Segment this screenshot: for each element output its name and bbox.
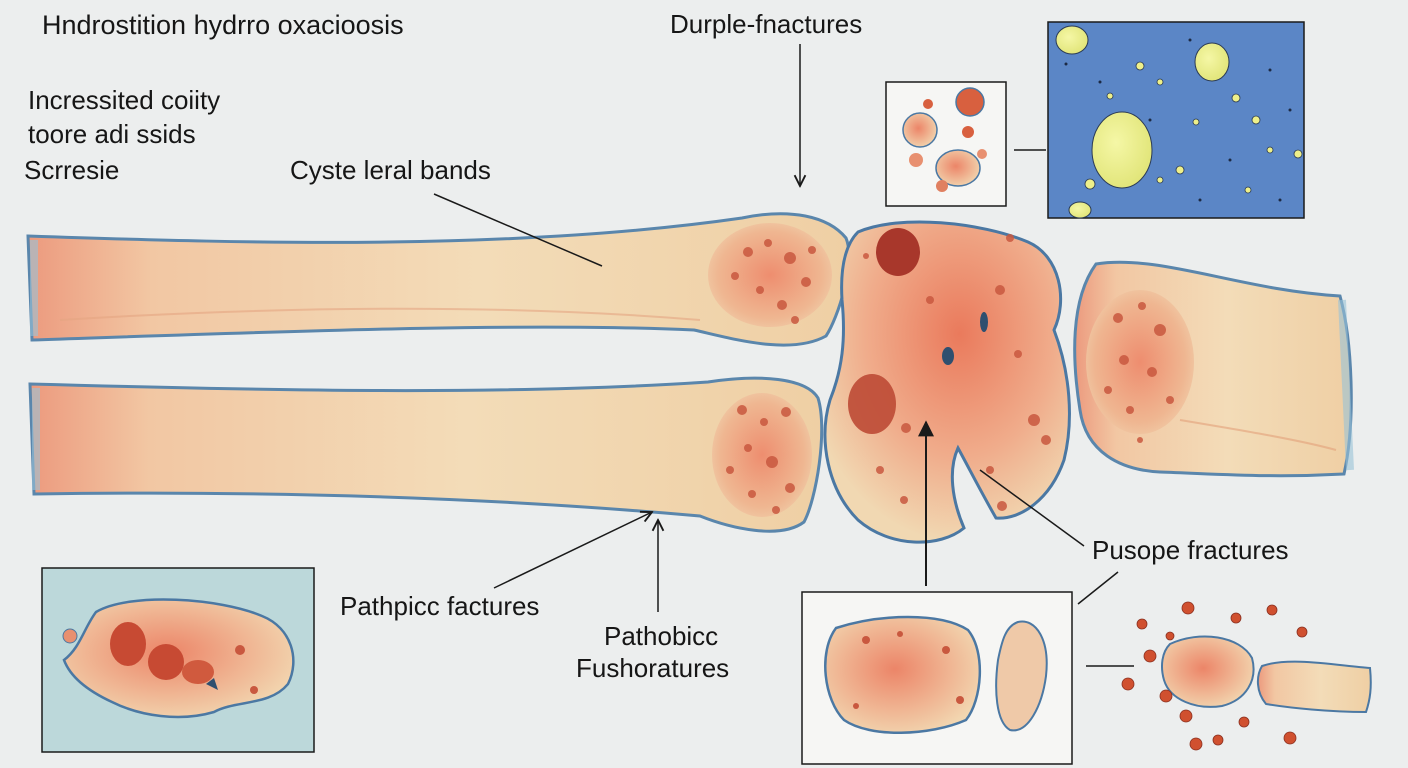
callout-pathobicc-line1: Pathobicc [604,621,719,651]
side-note-2: toore adi ssids [28,119,196,149]
central-joint-fragment [823,220,1071,544]
side-note-1: Incressited coiity [28,85,221,115]
leader-lines [433,44,1134,667]
callout-pathpicc-fractures: Pathpicc factures [340,591,540,621]
scattered-fragments [1121,601,1372,751]
callout-cyst-bands: Cyste leral bands [290,155,491,185]
side-note-3: Scrresie [24,155,120,185]
small-fragment-inset [885,81,1007,207]
bottom-left-inset [41,567,315,753]
callout-pathobicc-line2: Fushoratures [576,653,730,683]
microscopy-inset [1047,21,1305,219]
bottom-right-inset [801,591,1073,765]
right-bone-end [1073,260,1354,478]
upper-long-bone [26,212,851,347]
diagram-title: Hndrostition hydrro oxacioosis [42,10,404,40]
callout-durple-fractures: Durple-fnactures [670,9,863,39]
callout-pusope-fractures: Pusope fractures [1092,535,1289,565]
lower-long-bone [28,376,824,533]
